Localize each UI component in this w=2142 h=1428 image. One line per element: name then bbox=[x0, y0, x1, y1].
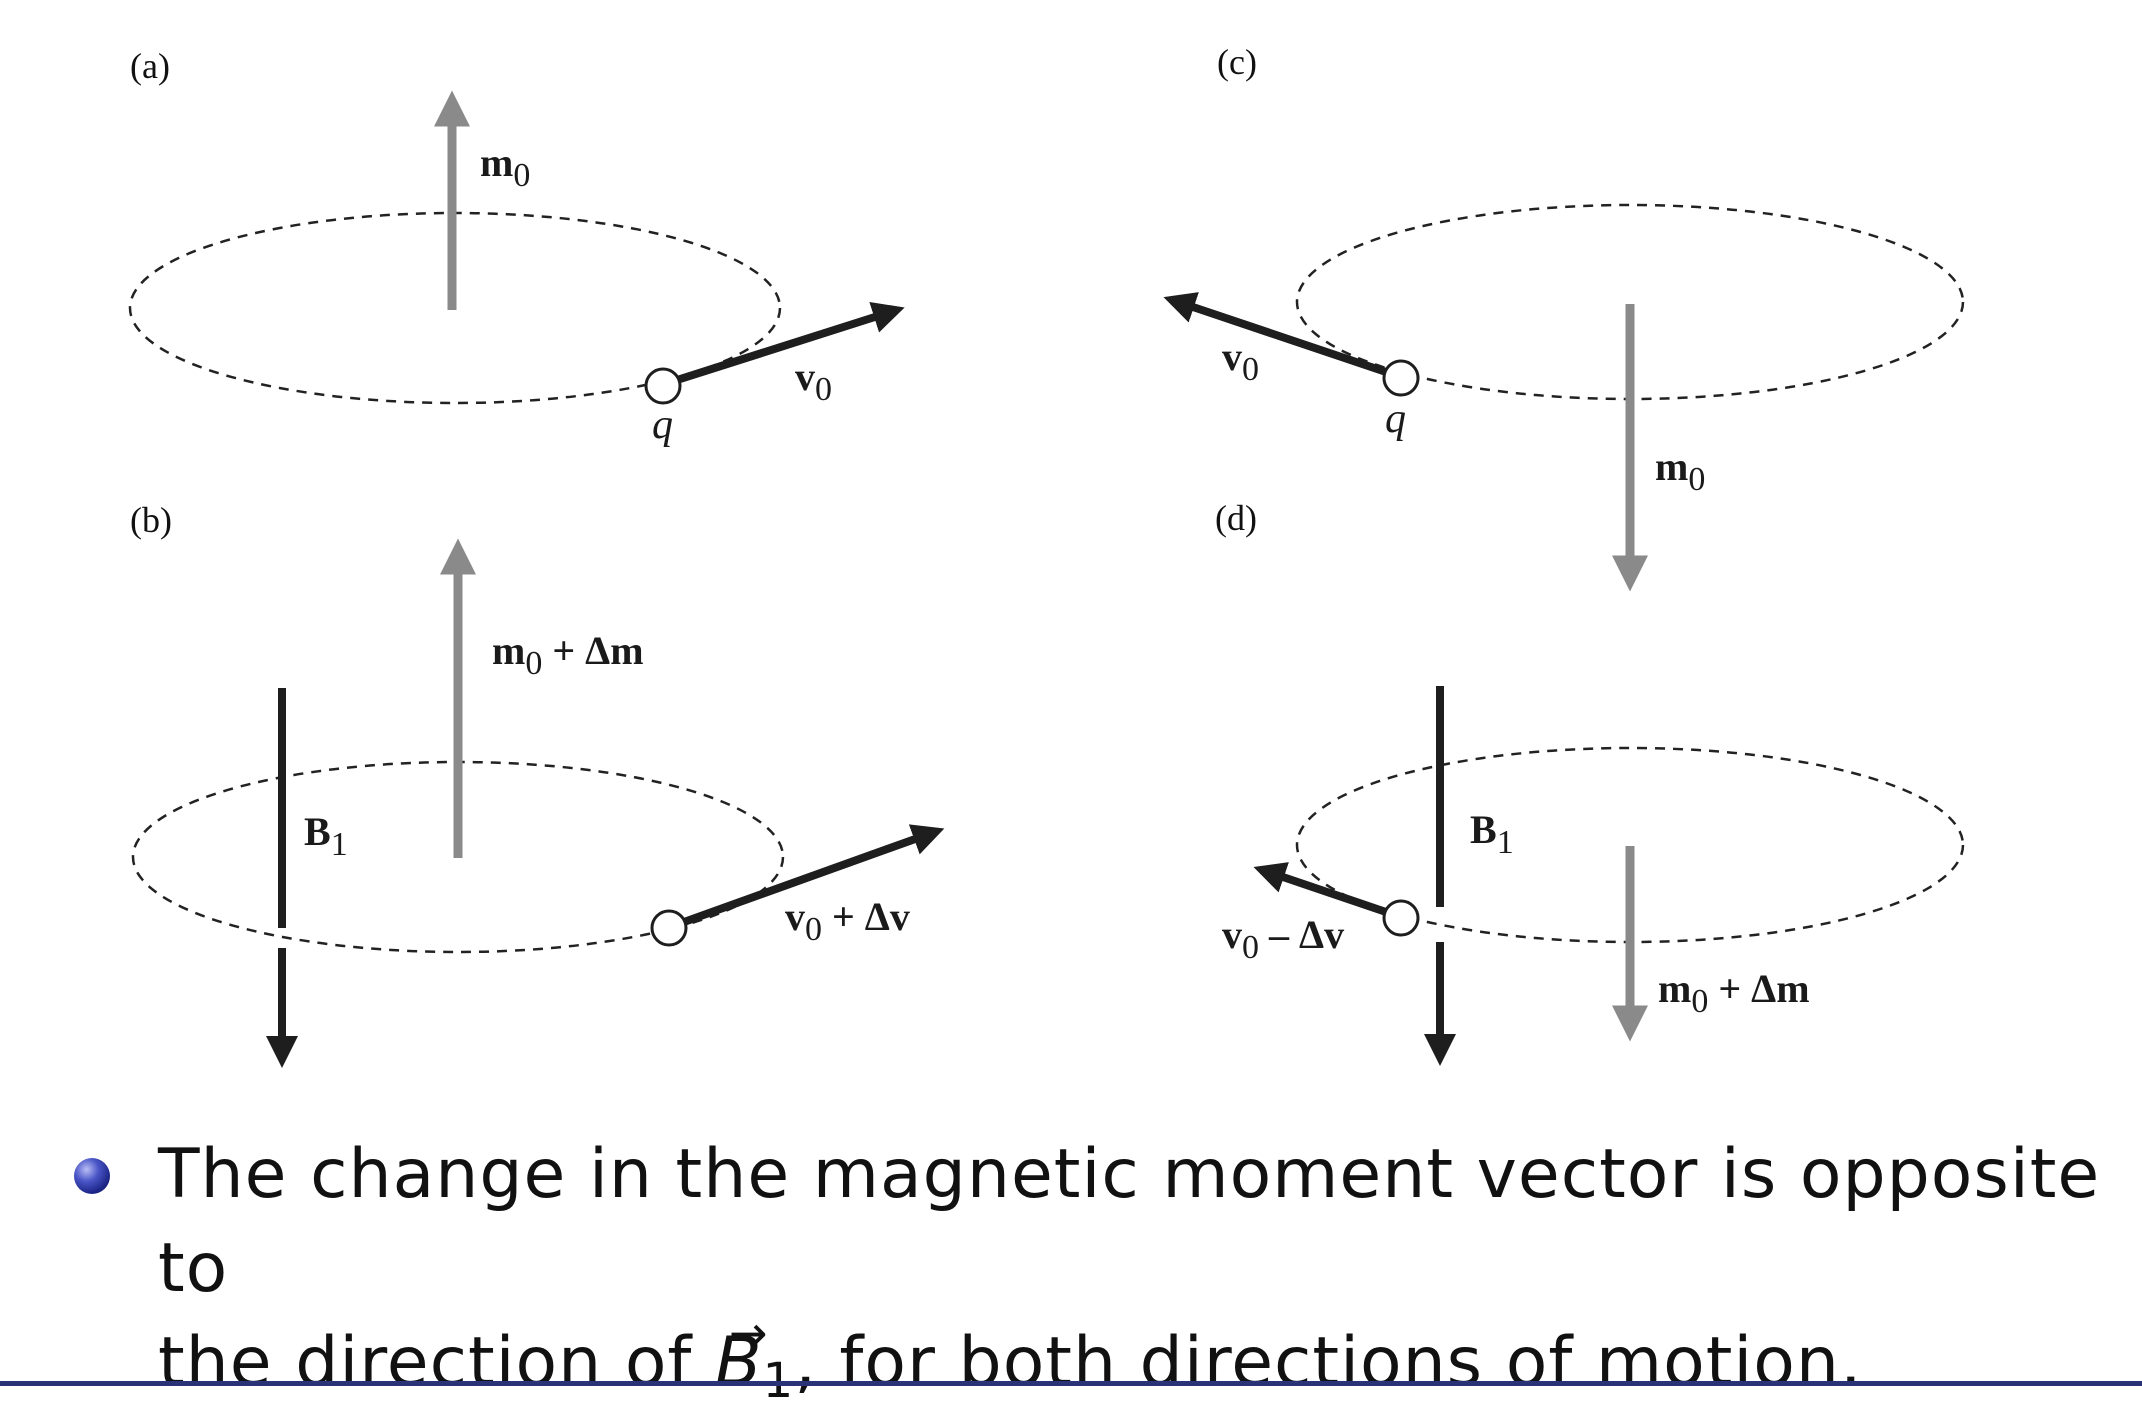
magnetic-moment-diagram: (a) m0 v0 q (b) m0 + Δm B1 v0 + Δv (c) v… bbox=[128, 42, 1965, 1068]
panel-b-m-label: m0 + Δm bbox=[492, 628, 644, 682]
panel-c-label: (c) bbox=[1217, 42, 1257, 82]
panel-c: (c) v0 q m0 bbox=[1163, 42, 1965, 592]
panel-b-label: (b) bbox=[130, 500, 172, 540]
panel-d-v-label: v0 – Δv bbox=[1222, 912, 1344, 966]
panel-b-v-arrow bbox=[682, 824, 945, 926]
panel-b-B1-label: B1 bbox=[304, 809, 348, 863]
panel-a-q-label: q bbox=[652, 402, 673, 448]
panel-d-v-arrow bbox=[1253, 862, 1388, 916]
panel-b-charge bbox=[650, 909, 688, 947]
panel-c-v0-arrow bbox=[1163, 292, 1388, 376]
footer-bar bbox=[0, 1381, 2142, 1386]
panel-a-label: (a) bbox=[130, 46, 170, 86]
panel-d-B1-label: B1 bbox=[1470, 807, 1514, 861]
panel-d: (d) B1 v0 – Δv m0 + Δm bbox=[1215, 498, 1965, 1066]
panel-b-v-label: v0 + Δv bbox=[785, 894, 910, 948]
panel-a-v0-arrow bbox=[675, 301, 905, 384]
panel-b: (b) m0 + Δm B1 v0 + Δv bbox=[130, 500, 945, 1068]
panel-d-label: (d) bbox=[1215, 498, 1257, 538]
bullet-line-2-pre: the direction of bbox=[158, 1323, 715, 1402]
panel-c-m0-label: m0 bbox=[1655, 444, 1705, 498]
vector-B1-symbol: →B1 bbox=[714, 1306, 793, 1409]
bullet-line-2-post: , for both directions of motion. bbox=[794, 1323, 1863, 1402]
panel-a-v0-label: v0 bbox=[795, 354, 832, 408]
panel-c-charge bbox=[1382, 359, 1420, 397]
bullet-line-2: the direction of →B1, for both direction… bbox=[158, 1306, 2114, 1428]
panel-a-charge bbox=[644, 367, 682, 405]
panel-d-m-label: m0 + Δm bbox=[1658, 966, 1810, 1020]
bullet-line-1: The change in the magnetic moment vector… bbox=[158, 1135, 2101, 1308]
panel-d-charge bbox=[1382, 899, 1420, 937]
panel-c-q-label: q bbox=[1385, 396, 1406, 442]
panel-a: (a) m0 v0 q bbox=[128, 46, 905, 448]
panel-a-m0-label: m0 bbox=[480, 140, 530, 194]
panel-c-v0-label: v0 bbox=[1222, 334, 1259, 388]
vector-arrow-icon: → bbox=[728, 1306, 769, 1360]
bullet-icon bbox=[74, 1158, 110, 1194]
